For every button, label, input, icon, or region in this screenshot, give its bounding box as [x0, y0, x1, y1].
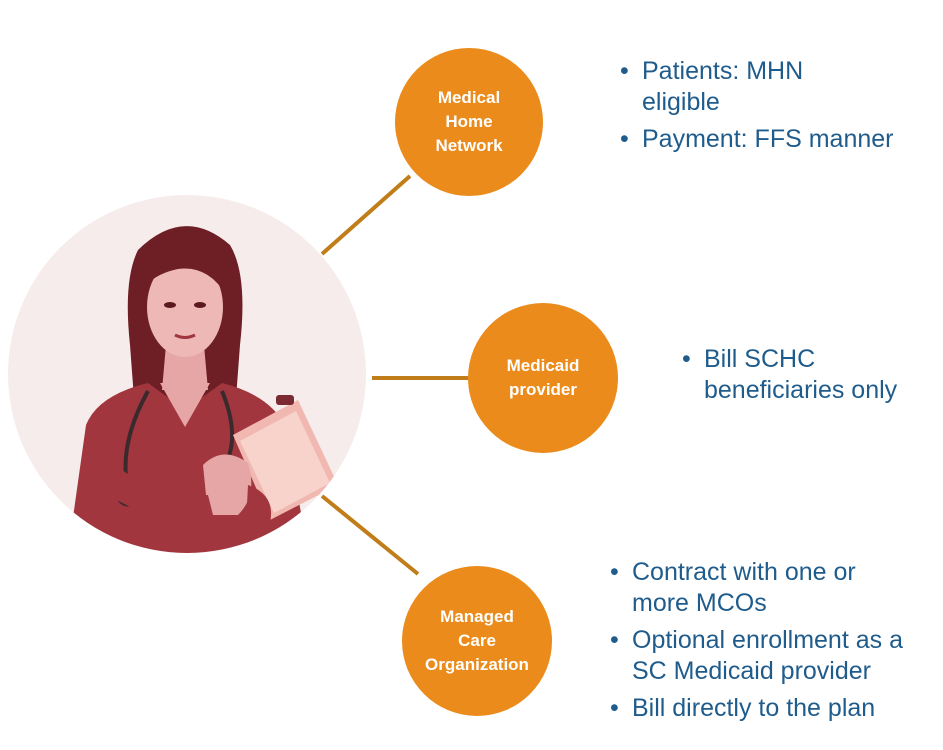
- bullet-item: • Contract with one or more MCOs: [610, 557, 940, 619]
- bullet-dot-icon: •: [610, 558, 619, 586]
- node-managed-care-organization: Managed Care Organization: [402, 566, 552, 716]
- bullets-medical-home-network: • Patients: MHN eligible • Payment: FFS ma…: [620, 56, 930, 161]
- bullet-dot-icon: •: [620, 125, 629, 153]
- bullet-item: • Bill SCHC beneficiaries only: [682, 344, 937, 406]
- bullet-dot-icon: •: [682, 345, 691, 373]
- bullet-item: • Optional enrollment as a SC Medicaid pr…: [610, 625, 940, 687]
- connector-managed-care: [320, 494, 420, 576]
- nurse-photo: [8, 195, 366, 553]
- node-medical-home-network: Medical Home Network: [395, 48, 543, 196]
- connector-medical-home: [320, 174, 412, 256]
- bullets-medicaid-provider: • Bill SCHC beneficiaries only: [682, 344, 937, 412]
- bullets-managed-care-organization: • Contract with one or more MCOs • Optiona…: [610, 557, 940, 730]
- node-label: Managed Care Organization: [425, 607, 529, 674]
- bullet-item: • Bill directly to the plan: [610, 693, 940, 724]
- bullet-dot-icon: •: [610, 694, 619, 722]
- bullet-dot-icon: •: [610, 626, 619, 654]
- node-label: Medicaid provider: [506, 356, 580, 399]
- nurse-illustration: [68, 226, 338, 553]
- bullet-text: Contract with one or more MCOs: [632, 558, 856, 617]
- bullet-dot-icon: •: [620, 57, 629, 85]
- bullet-text: Optional enrollment as a SC Medicaid pro…: [632, 626, 903, 685]
- bullet-text: Bill directly to the plan: [632, 694, 876, 722]
- bullet-text: Patients: MHN eligible: [642, 57, 804, 116]
- bullet-item: • Payment: FFS manner: [620, 124, 930, 155]
- bullet-item: • Patients: MHN eligible: [620, 56, 930, 118]
- node-medicaid-provider: Medicaid provider: [468, 303, 618, 453]
- bullet-text: Payment: FFS manner: [642, 125, 894, 153]
- node-label: Medical Home Network: [435, 88, 503, 155]
- bullet-text: Bill SCHC beneficiaries only: [704, 345, 898, 404]
